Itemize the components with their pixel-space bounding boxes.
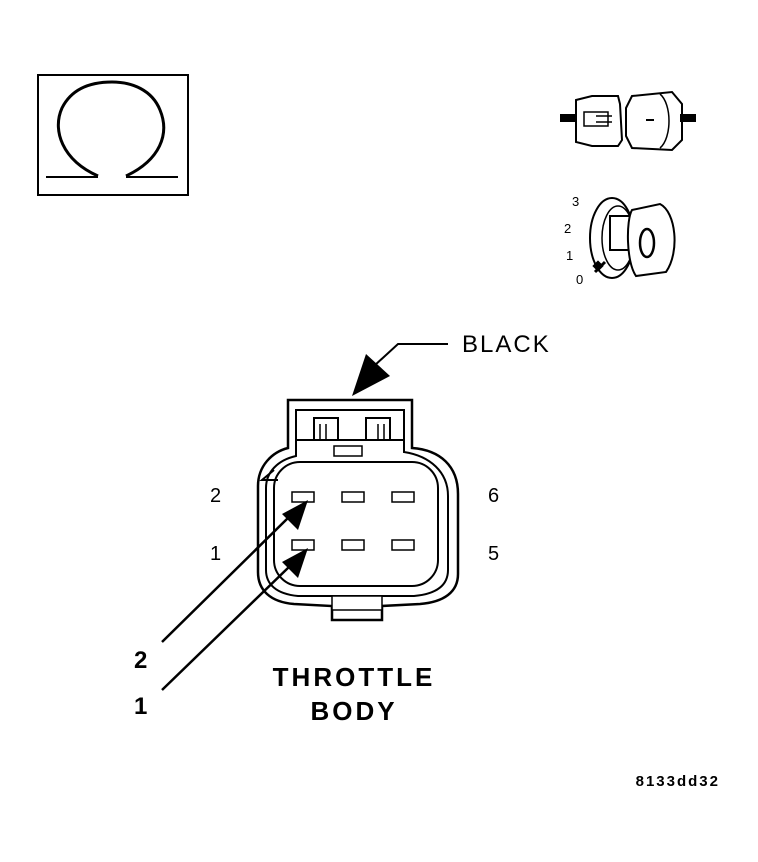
- connector-disconnect-icon: [560, 90, 696, 152]
- ignition-key-off-icon: 3 2 1 0: [564, 194, 676, 287]
- connector-name-line1: THROTTLE: [273, 662, 436, 692]
- figure-code: 8133dd32: [636, 773, 720, 790]
- throttle-body-connector: 2 1 6 5: [210, 398, 499, 622]
- pin-3-cavity: [341, 539, 365, 551]
- ignition-position-1: 1: [566, 248, 573, 263]
- connector-color-label: BLACK: [462, 331, 551, 358]
- pin-1-cavity: [291, 539, 315, 551]
- probe-arrow-pin-2: [161, 500, 308, 643]
- connector-name-line2: BODY: [310, 696, 397, 726]
- pin-4-cavity: [341, 491, 365, 503]
- ignition-position-3: 3: [572, 194, 579, 209]
- probe-arrow-pin-1: [161, 548, 308, 691]
- pin-5-cavity: [391, 539, 415, 551]
- ohmmeter-icon: [37, 74, 189, 196]
- ignition-position-0: 0: [576, 272, 583, 287]
- pin-2-cavity: [291, 491, 315, 503]
- pin-label-6: 6: [488, 485, 499, 507]
- callout-label-1: 1: [134, 693, 147, 720]
- ignition-position-2: 2: [564, 221, 571, 236]
- connector-color-callout: BLACK: [352, 331, 551, 396]
- pin-6-cavity: [391, 491, 415, 503]
- pin-label-5: 5: [488, 543, 499, 565]
- callout-label-2: 2: [134, 647, 147, 674]
- pin-label-1: 1: [210, 543, 221, 565]
- pin-label-2: 2: [210, 485, 221, 507]
